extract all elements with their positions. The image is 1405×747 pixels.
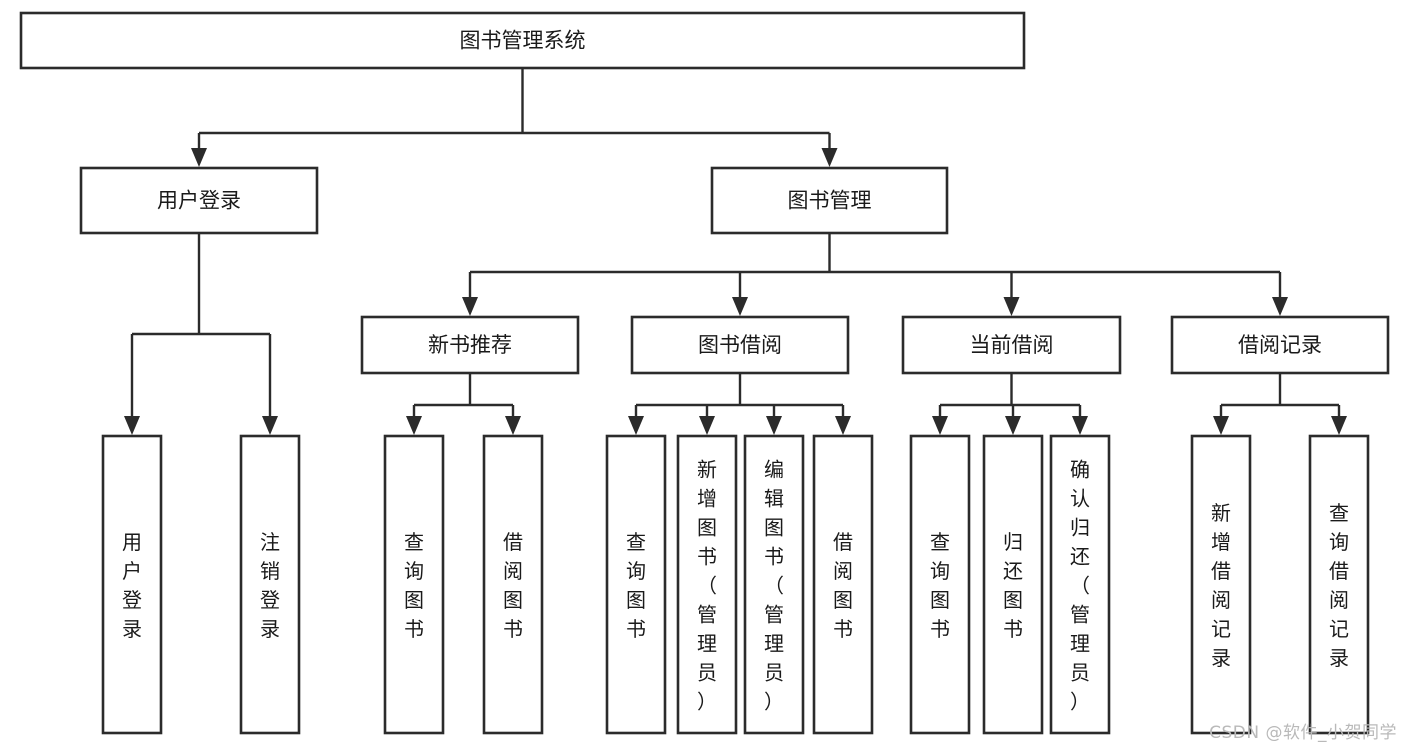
node-leaf-query-book-3-label: 查询图书 [930,530,950,641]
arrow-head-icon-leaf-edit-book [766,416,782,435]
node-book-borrow[interactable]: 图书借阅 [630,315,850,375]
node-new-book-recommend-label: 新书推荐 [428,333,512,357]
node-leaf-add-book-label: 新增图书（管理员） [697,458,717,714]
watermark-label: CSDN @软件_小贺同学 [1209,723,1397,743]
node-leaf-confirm-return-rect [1049,434,1111,735]
node-leaf-add-record-rect [1190,434,1252,735]
node-leaf-confirm-return-label: 确认归还（管理员） [1070,458,1090,714]
node-leaf-query-book-3[interactable]: 查询图书 [909,434,971,735]
node-leaf-return-book-label: 归还图书 [1003,530,1023,641]
node-book-borrow-rect [630,315,850,375]
node-root-system-label: 图书管理系统 [460,29,586,53]
node-leaf-user-login-rect [101,434,163,735]
node-borrow-record[interactable]: 借阅记录 [1170,315,1390,375]
node-leaf-user-logout-rect [239,434,301,735]
node-leaf-edit-book-rect [743,434,805,735]
node-leaf-return-book-rect [982,434,1044,735]
node-leaf-add-record[interactable]: 新增借阅记录 [1190,434,1252,735]
arrow-head-icon-leaf-query-book-2 [628,416,644,435]
node-borrow-record-rect [1170,315,1390,375]
arrow-head-icon-current-borrow [1003,297,1020,316]
node-leaf-edit-book[interactable]: 编辑图书（管理员） [743,434,805,735]
node-leaf-edit-book-label: 编辑图书（管理员） [764,458,784,714]
arrow-head-icon-leaf-return-book [1005,416,1021,435]
node-leaf-query-record[interactable]: 查询借阅记录 [1308,434,1370,735]
node-leaf-user-logout-label: 注销登录 [260,530,280,641]
node-user-login[interactable]: 用户登录 [79,166,319,235]
arrow-head-icon-leaf-add-record [1213,416,1229,435]
arrow-head-icon-leaf-borrow-book-2 [835,416,851,435]
node-leaf-user-logout[interactable]: 注销登录 [239,434,301,735]
arrow-head-icon-leaf-query-record [1331,416,1347,435]
arrow-head-icon-leaf-query-book-3 [932,416,948,435]
arrow-head-icon-new-book-recommend [462,297,478,316]
node-current-borrow[interactable]: 当前借阅 [901,315,1122,375]
arrow-head-icon-borrow-record [1272,297,1288,316]
arrow-head-icon-leaf-user-login [124,416,140,435]
node-leaf-query-book-2[interactable]: 查询图书 [605,434,667,735]
node-leaf-borrow-book-2[interactable]: 借阅图书 [812,434,874,735]
arrow-head-icon-user-login [191,148,207,167]
node-leaf-borrow-book-1-label: 借阅图书 [503,530,523,641]
node-leaf-query-record-label: 查询借阅记录 [1329,501,1349,670]
node-user-login-label: 用户登录 [157,189,241,213]
node-leaf-query-book-1[interactable]: 查询图书 [383,434,445,735]
node-new-book-recommend[interactable]: 新书推荐 [360,315,580,375]
node-book-borrow-label: 图书借阅 [698,333,782,357]
arrow-head-icon-leaf-add-book [699,416,715,435]
node-root-system[interactable]: 图书管理系统 [19,11,1026,70]
node-leaf-query-book-2-rect [605,434,667,735]
node-root-system-rect [19,11,1026,70]
node-current-borrow-label: 当前借阅 [970,333,1054,357]
node-leaf-query-record-rect [1308,434,1370,735]
node-leaf-query-book-3-rect [909,434,971,735]
node-book-manage-rect [710,166,949,235]
arrow-head-icon-leaf-user-logout [262,416,278,435]
arrow-head-icon-book-borrow [732,297,748,316]
node-leaf-query-book-2-label: 查询图书 [626,530,646,641]
node-leaf-confirm-return[interactable]: 确认归还（管理员） [1049,434,1111,735]
node-current-borrow-rect [901,315,1122,375]
node-user-login-rect [79,166,319,235]
node-leaf-user-login-label: 用户登录 [122,530,142,641]
arrow-head-icon-book-manage [821,148,838,167]
node-leaf-add-book[interactable]: 新增图书（管理员） [676,434,738,735]
node-leaf-user-login[interactable]: 用户登录 [101,434,163,735]
node-book-manage-label: 图书管理 [788,189,872,213]
node-leaf-add-book-rect [676,434,738,735]
node-leaf-add-record-label: 新增借阅记录 [1211,501,1231,670]
node-book-manage[interactable]: 图书管理 [710,166,949,235]
node-leaf-return-book[interactable]: 归还图书 [982,434,1044,735]
node-leaf-query-book-1-rect [383,434,445,735]
arrow-head-icon-leaf-borrow-book-1 [505,416,521,435]
node-new-book-recommend-rect [360,315,580,375]
node-leaf-borrow-book-2-label: 借阅图书 [833,530,853,641]
arrow-head-icon-leaf-confirm-return [1072,416,1088,435]
node-leaf-borrow-book-1[interactable]: 借阅图书 [482,434,544,735]
node-leaf-borrow-book-2-rect [812,434,874,735]
node-borrow-record-label: 借阅记录 [1238,333,1322,357]
node-leaf-query-book-1-label: 查询图书 [404,530,424,641]
node-leaf-borrow-book-1-rect [482,434,544,735]
arrow-head-icon-leaf-query-book-1 [406,416,422,435]
